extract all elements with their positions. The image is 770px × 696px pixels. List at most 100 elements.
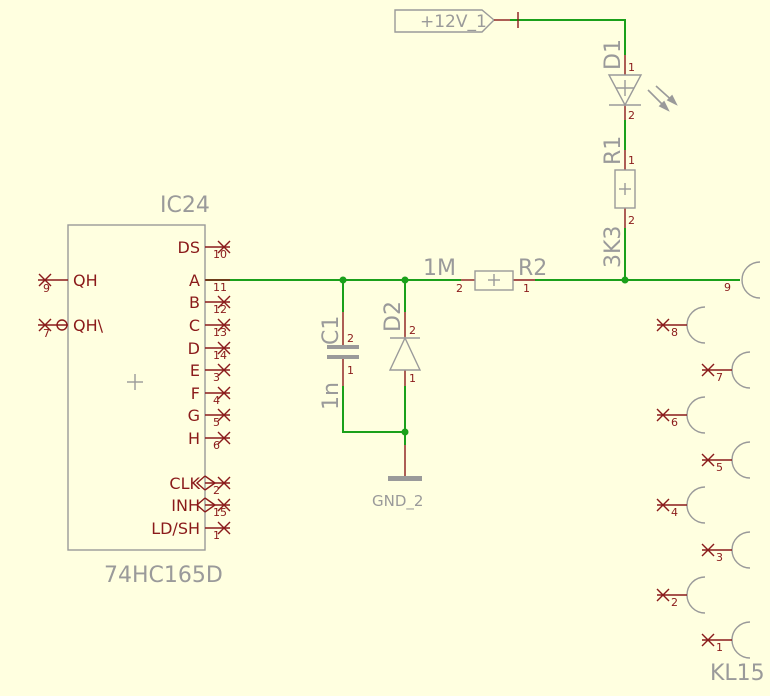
d2-pin-2: 2 (409, 324, 416, 337)
junction-dot (339, 276, 347, 284)
pin-name-label: E (190, 361, 200, 380)
pin-number-label: 9 (724, 281, 731, 294)
pin-name-label: F (191, 384, 200, 403)
pin-number-label: 15 (213, 506, 227, 519)
pin-number-label: 13 (213, 326, 227, 339)
ground-symbol[interactable]: GND_2 (372, 445, 423, 511)
ic24-pin-d[interactable]: D 14 (188, 339, 231, 362)
terminal-arc (686, 396, 706, 434)
d1-component[interactable]: 1 2 D1 (601, 39, 678, 122)
r2-ref: R2 (518, 256, 547, 281)
pin-number-label: 3 (716, 551, 723, 564)
pin-name-label: QH\ (73, 316, 104, 335)
pin-name-label: CLK (169, 474, 200, 493)
terminal-arc (731, 441, 751, 479)
d2-triangle (388, 336, 422, 371)
terminal-arc (731, 531, 751, 569)
ic24-pin-qh[interactable]: QH9 (38, 271, 98, 295)
pin-number-label: 12 (213, 303, 227, 316)
pin-name-label: A (189, 271, 200, 290)
r1-body (614, 169, 636, 209)
pin-number-label: 1 (716, 641, 723, 654)
c1-value: 1n (319, 382, 344, 410)
d1-triangle (607, 74, 643, 107)
nets (205, 19, 740, 445)
kl15-pin-7[interactable]: 7 (701, 351, 751, 389)
ic24-pin-qh-inverted[interactable]: QH\ 7 (38, 316, 104, 340)
kl15-pin-9[interactable]: 9 (724, 261, 761, 299)
pin-number-label: 10 (213, 248, 227, 261)
supply-symbol[interactable]: +12V_1 (394, 9, 519, 33)
ic24-value: 74HC165D (104, 563, 223, 588)
r2-pin-1: 1 (523, 282, 530, 295)
d1-ref: D1 (601, 39, 626, 70)
ic24-body (67, 224, 206, 551)
junction-dot (401, 428, 409, 436)
terminal-arc (686, 576, 706, 614)
pin-number-label: 3 (213, 371, 220, 384)
pin-number-label: 5 (213, 416, 220, 429)
c1-pin-1: 1 (347, 364, 354, 377)
c1-ref: C1 (319, 316, 344, 345)
junction-dot (621, 276, 629, 284)
r1-component[interactable]: 1 2 R1 3K3 (601, 136, 636, 268)
pin-number-label: 1 (213, 529, 220, 542)
kl15-pin-8[interactable]: 8 (656, 306, 706, 344)
pin-name-label: H (188, 429, 200, 448)
pin-number-label: 6 (671, 416, 678, 429)
ic24-pin-b[interactable]: B 12 (189, 293, 231, 316)
r2-value: 1M (423, 256, 456, 281)
ground-label: GND_2 (372, 492, 423, 511)
kl15-pin-3[interactable]: 3 (701, 531, 751, 569)
ic24-pin-a[interactable]: A 11 (189, 271, 230, 294)
kl15-ref: KL15 (710, 661, 765, 686)
pin-number-label: 6 (213, 439, 220, 452)
junction-dot (401, 276, 409, 284)
kl15-pin-5[interactable]: 5 (701, 441, 751, 479)
kl15-pin-6[interactable]: 6 (656, 396, 706, 434)
ic24-ref: IC24 (160, 193, 210, 218)
r1-pin-2: 2 (628, 214, 635, 227)
r1-pin-1: 1 (628, 154, 635, 167)
d1-pin-2: 2 (628, 109, 635, 122)
kl15-connector[interactable]: 9 8 7 6 5 4 3 2 1 KL15 (656, 261, 765, 686)
c1-plate-top (327, 345, 359, 349)
pin-name-label: D (188, 339, 200, 358)
pin-number-label: 7 (43, 327, 50, 340)
kl15-pin-1[interactable]: 1 (701, 621, 751, 659)
pin-number-label: 4 (213, 394, 220, 407)
supply-label: +12V_1 (420, 12, 487, 32)
kl15-pin-2[interactable]: 2 (656, 576, 706, 614)
r2-component[interactable]: 2 1 1M R2 (423, 256, 547, 295)
r1-value: 3K3 (601, 226, 626, 268)
pin-number-label: 11 (213, 281, 227, 294)
pin-name-label: B (189, 293, 200, 312)
d2-component[interactable]: 2 1 D2 (381, 301, 422, 386)
c1-pin-2: 2 (347, 332, 354, 345)
pin-number-label: 8 (671, 326, 678, 339)
kl15-pins: 9 8 7 6 5 4 3 2 1 (656, 261, 761, 659)
net-gnd-loop[interactable] (342, 386, 406, 433)
pin-number-label: 4 (671, 506, 678, 519)
kl15-pin-4[interactable]: 4 (656, 486, 706, 524)
net-supply-to-d1[interactable] (510, 19, 626, 55)
pin-number-label: 2 (671, 596, 678, 609)
pin-number-label: 14 (213, 349, 227, 362)
d2-ref: D2 (381, 301, 406, 332)
ground-bar (388, 476, 422, 481)
d2-pin-1: 1 (409, 372, 416, 385)
c1-component[interactable]: 2 1 C1 1n (319, 312, 359, 410)
led-light-arrows (647, 85, 678, 112)
